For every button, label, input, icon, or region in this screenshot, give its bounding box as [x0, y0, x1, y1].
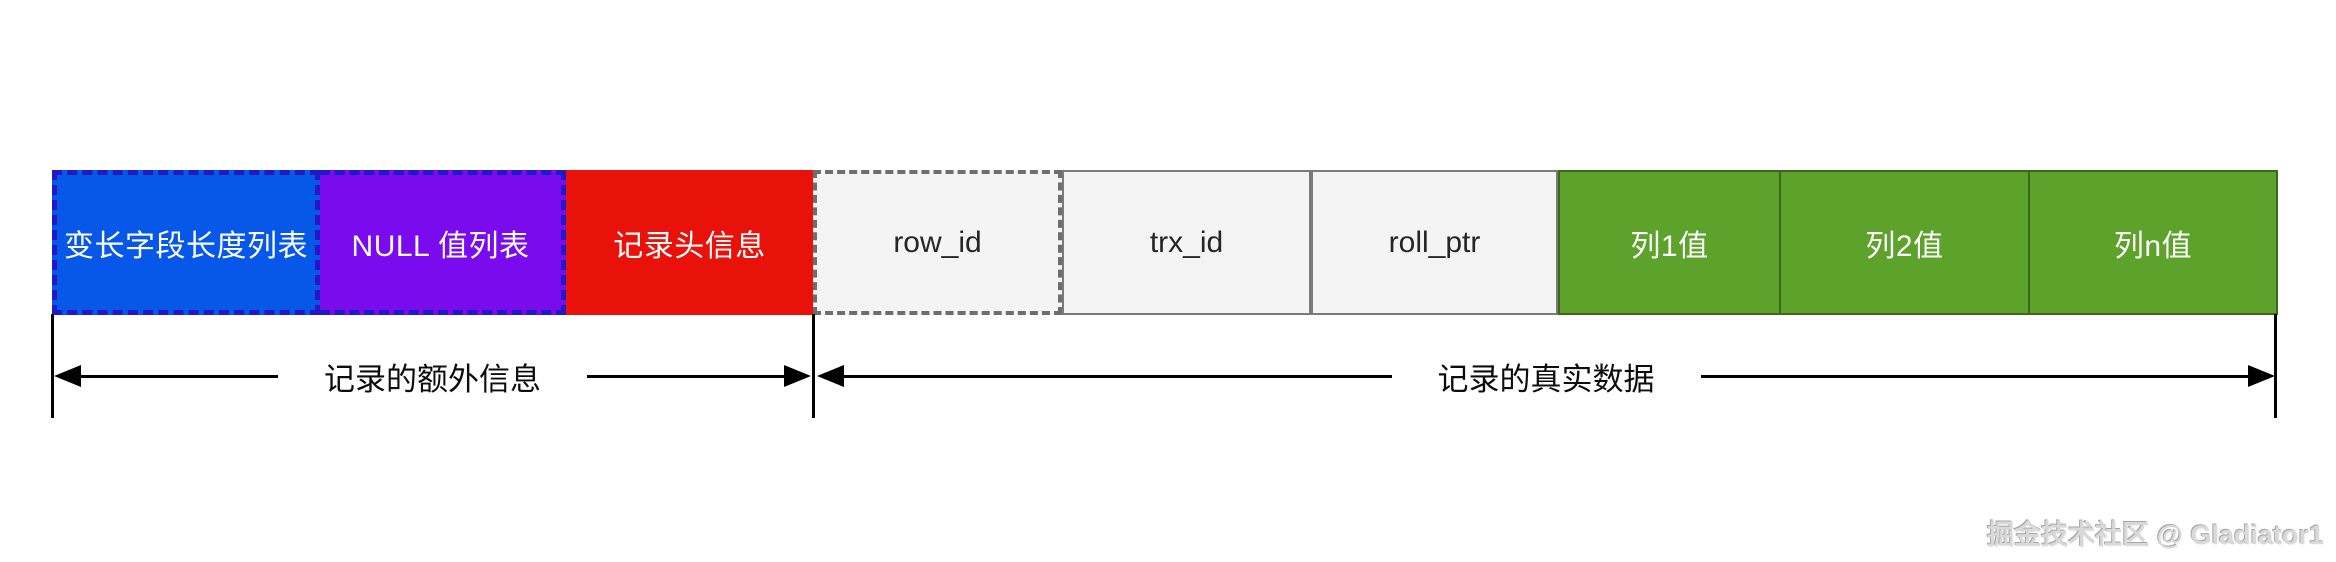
box-label-column-1-value: 列1值 — [1630, 229, 1709, 263]
arrow-line — [587, 374, 784, 378]
arrow-line — [844, 374, 1392, 378]
box-column-n-value: 列n值 — [2030, 170, 2278, 315]
box-roll-ptr: roll_ptr — [1311, 170, 1558, 315]
arrow-line — [81, 374, 278, 378]
left-arrowhead-icon — [54, 365, 81, 387]
guide-line-left — [51, 314, 54, 418]
span-arrow-extra-info: 记录的额外信息 — [54, 357, 811, 397]
box-null-value-list: NULL 值列表 — [320, 170, 566, 315]
box-label-roll-ptr: roll_ptr — [1388, 225, 1481, 259]
box-row-id: row_id — [813, 170, 1062, 315]
box-column-2-value: 列2值 — [1781, 170, 2030, 315]
box-label-var-length-field-list: 变长字段长度列表 — [64, 229, 308, 263]
box-label-row-id: row_id — [893, 225, 982, 259]
box-record-header-info: 记录头信息 — [566, 170, 813, 315]
box-var-length-field-list: 变长字段长度列表 — [52, 170, 320, 315]
span-label-extra-info: 记录的额外信息 — [324, 361, 541, 397]
box-label-null-value-list: NULL 值列表 — [351, 229, 530, 263]
box-column-1-value: 列1值 — [1558, 170, 1781, 315]
arrow-line — [1700, 374, 2248, 378]
box-label-record-header-info: 记录头信息 — [613, 229, 766, 263]
span-label-real-data: 记录的真实数据 — [1437, 361, 1655, 397]
right-arrowhead-icon — [2248, 365, 2275, 387]
box-trx-id: trx_id — [1062, 170, 1311, 315]
box-label-column-2-value: 列2值 — [1865, 229, 1944, 263]
guide-line-right — [2274, 314, 2277, 418]
right-arrowhead-icon — [784, 365, 811, 387]
watermark-text: 掘金技术社区 @ Gladiator1 — [1987, 520, 2324, 550]
span-arrow-real-data: 记录的真实数据 — [817, 357, 2275, 397]
box-label-column-n-value: 列n值 — [2113, 229, 2193, 263]
box-label-trx-id: trx_id — [1149, 225, 1224, 259]
guide-line-middle — [812, 314, 815, 418]
left-arrowhead-icon — [817, 365, 844, 387]
